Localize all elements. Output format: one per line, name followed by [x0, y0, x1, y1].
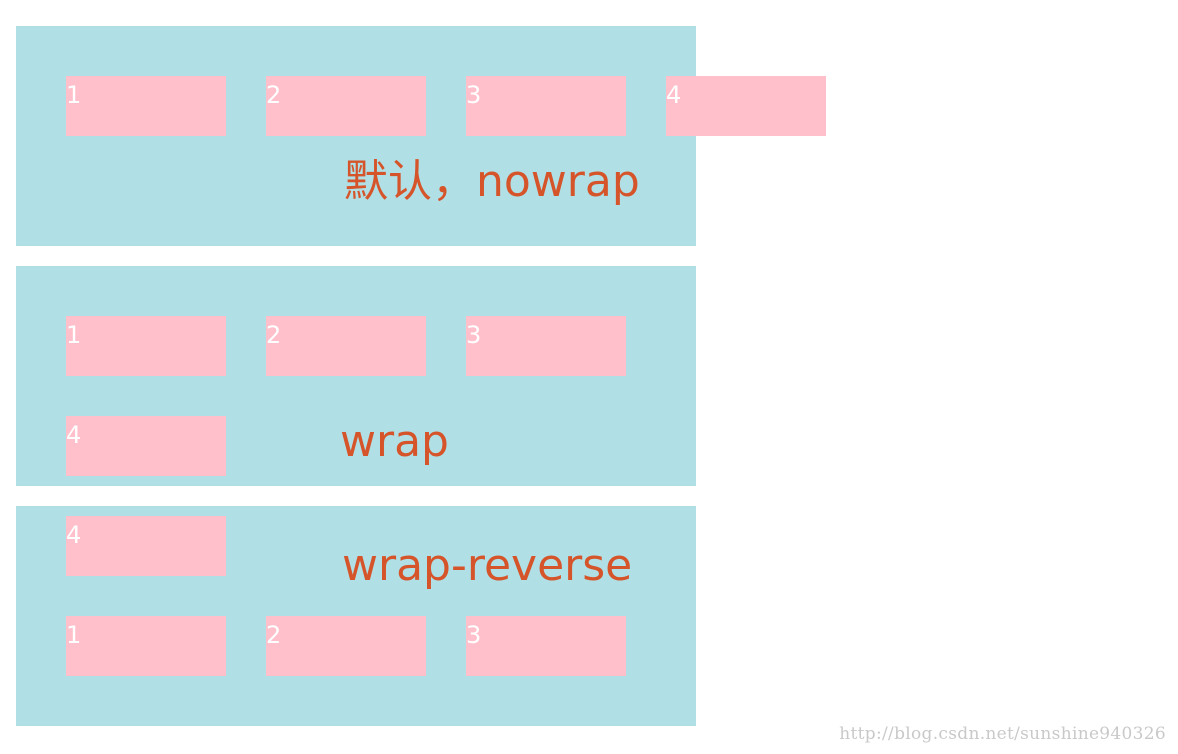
flex-item-number: 1	[66, 621, 82, 649]
flex-item-4: 4	[66, 416, 226, 476]
flex-item-number: 2	[266, 321, 282, 349]
flex-item-number: 2	[266, 81, 282, 109]
flex-item-number: 3	[466, 81, 482, 109]
flex-item-3: 3	[466, 76, 626, 136]
panel-wrap-reverse: 4 wrap-reverse 1 2 3	[16, 506, 696, 726]
panel-label-nowrap: 默认，nowrap	[344, 156, 640, 207]
panel-label-wrap-reverse: wrap-reverse	[342, 540, 633, 591]
flex-item-1: 1	[66, 616, 226, 676]
panel-wrap: 1 2 3 4 wrap	[16, 266, 696, 486]
flex-item-number: 3	[466, 621, 482, 649]
panel-label-wrap: wrap	[340, 416, 449, 467]
flex-item-number: 1	[66, 321, 82, 349]
flex-item-4: 4	[666, 76, 826, 136]
flex-item-1: 1	[66, 76, 226, 136]
flex-item-number: 2	[266, 621, 282, 649]
flex-item-number: 4	[666, 81, 682, 109]
flex-item-number: 3	[466, 321, 482, 349]
flex-item-2: 2	[266, 616, 426, 676]
panel-nowrap: 1 2 3 4 默认，nowrap	[16, 26, 826, 246]
flex-item-3: 3	[466, 616, 626, 676]
flex-item-2: 2	[266, 316, 426, 376]
flex-item-3: 3	[466, 316, 626, 376]
flex-item-number: 4	[66, 421, 82, 449]
watermark-url: http://blog.csdn.net/sunshine940326	[839, 724, 1166, 744]
flex-item-number: 1	[66, 81, 82, 109]
flex-item-4: 4	[66, 516, 226, 576]
flex-item-1: 1	[66, 316, 226, 376]
flex-item-2: 2	[266, 76, 426, 136]
flex-item-number: 4	[66, 521, 82, 549]
